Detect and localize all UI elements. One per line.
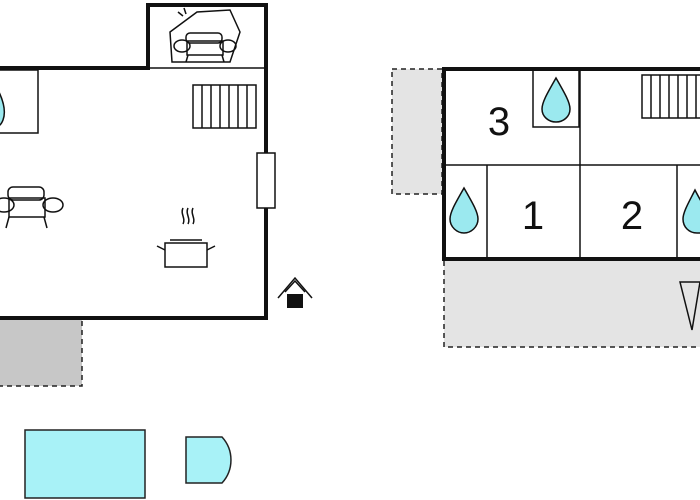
water-drop-icon bbox=[0, 92, 6, 126]
small-room-outline bbox=[0, 69, 39, 134]
upper-floor: 3 1 2 bbox=[391, 67, 700, 348]
staircase-icon bbox=[192, 84, 257, 129]
room-label-2: 2 bbox=[621, 194, 643, 238]
balcony-left bbox=[391, 68, 443, 195]
staircase-icon bbox=[641, 74, 700, 119]
terrace-upper bbox=[443, 258, 700, 348]
ground-floor bbox=[0, 3, 313, 387]
terrace-ground bbox=[0, 317, 83, 387]
room-label-3: 3 bbox=[488, 100, 510, 144]
paddling-pool bbox=[185, 436, 232, 484]
direction-arrow-icon bbox=[679, 281, 700, 331]
bathroom-top bbox=[532, 69, 580, 128]
entrance-icon bbox=[277, 276, 313, 308]
living-area-walls bbox=[0, 3, 268, 320]
upper-floor-walls bbox=[442, 67, 700, 261]
armchair-icon bbox=[169, 7, 241, 63]
water-drop-icon bbox=[682, 188, 700, 234]
sofa-icon bbox=[0, 186, 64, 229]
kitchen-icon bbox=[156, 207, 216, 268]
water-drop-icon bbox=[541, 76, 571, 123]
window-icon bbox=[256, 152, 276, 209]
swimming-pool bbox=[24, 429, 146, 499]
pools bbox=[24, 429, 232, 499]
water-drop-icon bbox=[449, 186, 479, 234]
room-label-1: 1 bbox=[522, 194, 544, 238]
